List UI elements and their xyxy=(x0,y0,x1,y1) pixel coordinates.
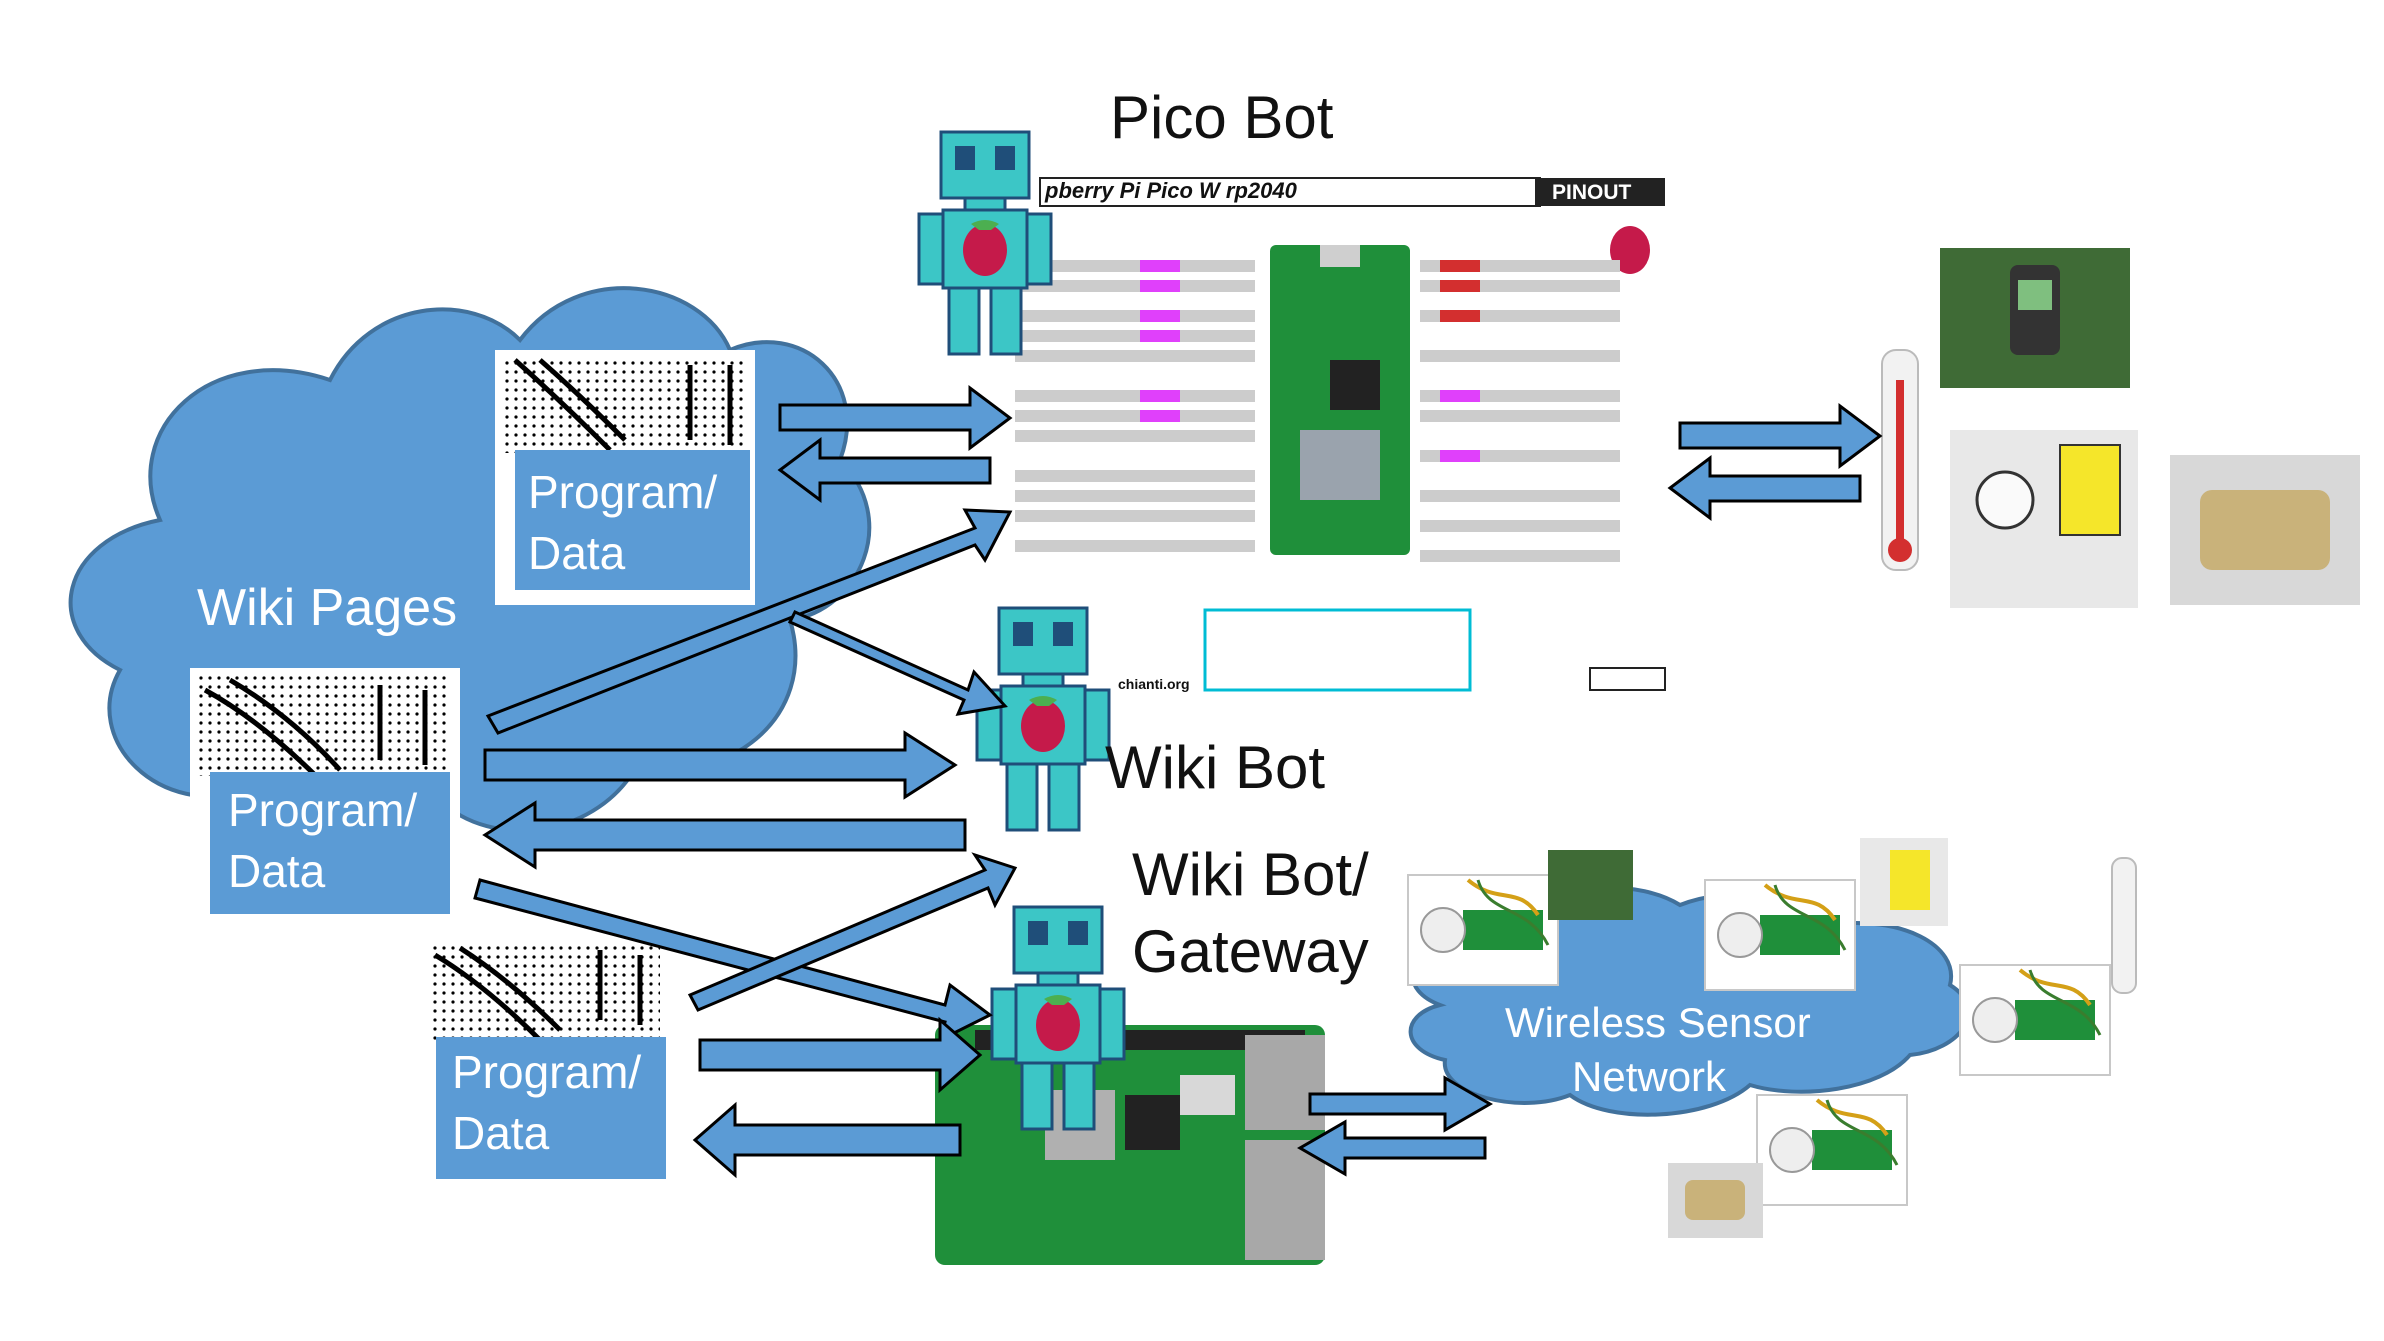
light-meter-photo xyxy=(1950,430,2138,608)
program-data-line1: Program/ xyxy=(528,466,718,518)
data-flow-arrows xyxy=(473,385,1883,1179)
program-data-line1: Program/ xyxy=(228,784,418,836)
program-data-text-1: Program/ Data xyxy=(528,462,717,584)
program-data-text-3: Program/ Data xyxy=(452,1042,641,1164)
pinout-title: pberry Pi Pico W rp2040 xyxy=(1045,178,1297,203)
program-data-line2: Data xyxy=(228,845,326,898)
program-data-box-2 xyxy=(190,668,460,926)
gateway-label-line2: Gateway xyxy=(1132,918,1369,985)
wsn-label-line2: Network xyxy=(1572,1053,1727,1100)
sensor-node-photos xyxy=(1406,838,2137,1238)
pico-bot-label: Pico Bot xyxy=(1110,84,1334,151)
program-data-line1: Program/ xyxy=(452,1046,642,1098)
wiki-pages-label: Wiki Pages xyxy=(197,579,458,637)
pico-w-pinout-image xyxy=(1015,175,1666,695)
program-data-text-2: Program/ Data xyxy=(228,780,417,902)
program-data-line2: Data xyxy=(452,1107,550,1160)
raspberry-pi-board xyxy=(935,1025,1325,1265)
gateway-label-line1: Wiki Bot/ xyxy=(1132,841,1369,908)
wsn-label-line1: Wireless Sensor xyxy=(1505,999,1811,1046)
program-data-box-1 xyxy=(495,350,755,605)
pinout-badge: PINOUT xyxy=(1552,181,1632,204)
thermometer-photo xyxy=(1881,349,1919,571)
program-data-line2: Data xyxy=(528,527,626,580)
pinout-footer: chianti.org xyxy=(1118,676,1190,692)
gps-photo xyxy=(1940,248,2130,388)
motor-photo xyxy=(2170,455,2360,605)
wiki-bot-label: Wiki Bot xyxy=(1105,734,1326,801)
program-data-box-3 xyxy=(420,938,670,1188)
